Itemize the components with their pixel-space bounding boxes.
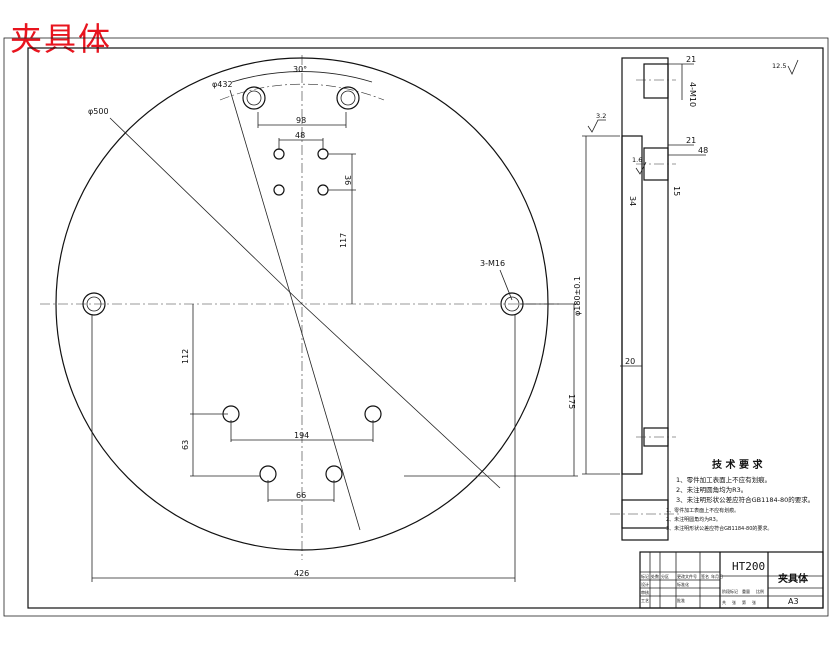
notes-heading: 技 术 要 求 bbox=[712, 458, 763, 471]
dim-66: 66 bbox=[296, 491, 306, 500]
tb-approve: 批准 bbox=[677, 597, 685, 603]
tb-row-process: 工艺 bbox=[641, 598, 649, 603]
note-small-3: 3、未注明形状公差应符合GB1184-80的要求。 bbox=[666, 525, 772, 532]
dim-112: 112 bbox=[181, 349, 190, 364]
bolt-circle-arc bbox=[219, 83, 385, 101]
roughness-symbol-top-right bbox=[787, 59, 799, 75]
tb-row-design: 设计 bbox=[641, 581, 649, 587]
note-small-1: 1、零件加工表面上不应有划痕。 bbox=[666, 507, 739, 514]
roughness-symbol-side bbox=[635, 161, 647, 175]
dim-36: 36 bbox=[343, 175, 352, 185]
dim-34: 34 bbox=[628, 196, 637, 206]
leader-3m16 bbox=[499, 269, 513, 301]
angle-arc bbox=[231, 71, 373, 83]
outer-frame bbox=[3, 37, 829, 617]
section-pocket bbox=[621, 135, 643, 475]
dim-m10: 4-M10 bbox=[688, 82, 697, 107]
tb-hdr-date: 年月日 bbox=[711, 573, 723, 579]
diagonal-line bbox=[301, 303, 501, 489]
tb-standard: 标准化 bbox=[677, 581, 689, 587]
note-line-3: 3、未注明形状公差应符合GB1184-80的要求。 bbox=[676, 495, 814, 504]
material: HT200 bbox=[732, 560, 765, 573]
top-hole-left-inner bbox=[246, 90, 262, 106]
roughness-top-right-value: 12.5 bbox=[772, 62, 786, 70]
dim-48: 48 bbox=[295, 131, 305, 140]
inner-frame bbox=[27, 47, 824, 609]
title-block: HT200 夹具体 A3 标记 设计 审核 工艺 处数 分区 更改文件号 签名 … bbox=[639, 551, 824, 609]
section-top-hole bbox=[643, 63, 669, 99]
top-hole-right-inner bbox=[340, 90, 356, 106]
sheet-size: A3 bbox=[788, 597, 799, 606]
dim-426: 426 bbox=[294, 569, 309, 578]
side-hole-left-inner bbox=[86, 296, 102, 312]
tb-hdr-sign: 签名 bbox=[701, 573, 709, 579]
dim-63: 63 bbox=[181, 440, 190, 450]
part-name: 夹具体 bbox=[778, 572, 809, 585]
tb-scale: 比例 bbox=[756, 588, 764, 594]
technical-notes: 技 术 要 求 1、零件加工表面上不应有划痕。 2、未注明圆角均为R3。 3、未… bbox=[666, 458, 814, 532]
small-hole-2 bbox=[317, 148, 329, 160]
front-view: φ500 φ432 30° 98 48 36 117 112 63 194 66… bbox=[40, 55, 578, 582]
dim-phi180: φ180±0.1 bbox=[573, 276, 582, 316]
lower-hole-right bbox=[364, 405, 382, 423]
dim-20: 20 bbox=[625, 357, 635, 366]
bottom-hole-left bbox=[259, 465, 277, 483]
leader-phi432 bbox=[229, 89, 361, 531]
note-small-2: 2、未注明圆角均为R3。 bbox=[666, 516, 721, 523]
dim-194: 194 bbox=[294, 431, 309, 440]
small-hole-1 bbox=[273, 148, 285, 160]
dim-175: 175 bbox=[567, 394, 576, 409]
dim-phi500: φ500 bbox=[88, 107, 109, 116]
side-hole-left bbox=[82, 292, 106, 316]
bottom-hole-right bbox=[325, 465, 343, 483]
tb-hdr-zone: 分区 bbox=[661, 573, 669, 579]
tb-sheets-2: 张 bbox=[752, 599, 756, 605]
dim-3m16: 3-M16 bbox=[480, 259, 505, 268]
section-plate bbox=[621, 57, 669, 541]
tb-stage: 阶段标记 bbox=[722, 588, 738, 594]
drawing-title-overlay: 夹具体 bbox=[10, 20, 113, 58]
dim-48-side: 48 bbox=[698, 146, 708, 155]
note-line-1: 1、零件加工表面上不应有划痕。 bbox=[676, 475, 771, 484]
small-hole-4 bbox=[317, 184, 329, 196]
note-line-2: 2、未注明圆角均为R3。 bbox=[676, 485, 747, 494]
tb-row-review: 审核 bbox=[641, 589, 649, 595]
roughness-side-value: 1.6 bbox=[632, 156, 642, 164]
dim-angle: 30° bbox=[293, 65, 307, 74]
dim-21a: 21 bbox=[686, 55, 696, 64]
side-hole-right-inner bbox=[504, 296, 520, 312]
dim-15: 15 bbox=[672, 186, 681, 196]
tb-sheets-1: 张 bbox=[732, 599, 736, 605]
roughness-symbol-face bbox=[587, 119, 606, 133]
tb-hdr-docno: 更改文件号 bbox=[677, 573, 697, 579]
dim-21b: 21 bbox=[686, 136, 696, 145]
tb-hdr-count: 处数 bbox=[651, 573, 659, 579]
dim-117: 117 bbox=[339, 233, 348, 248]
tb-weight: 重量 bbox=[742, 588, 750, 594]
tb-row-mark: 标记 bbox=[641, 573, 649, 579]
small-hole-3 bbox=[273, 184, 285, 196]
leader-phi500 bbox=[109, 117, 303, 305]
dim-98: 98 bbox=[296, 116, 306, 125]
top-hole-left bbox=[242, 86, 266, 110]
side-view: φ180±0.1 20 21 21 48 4-M10 34 15 3.2 1.6… bbox=[573, 55, 799, 541]
roughness-face-value: 3.2 bbox=[596, 112, 606, 120]
dim-phi432: φ432 bbox=[212, 80, 233, 89]
tb-total: 共 bbox=[722, 599, 726, 605]
top-hole-right bbox=[336, 86, 360, 110]
tb-nth: 第 bbox=[742, 599, 746, 605]
